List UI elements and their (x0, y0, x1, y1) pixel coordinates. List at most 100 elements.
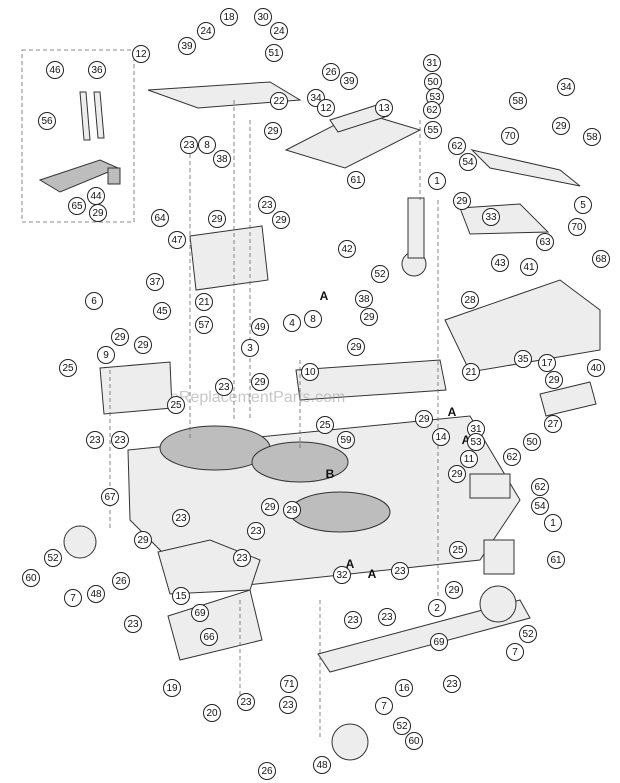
svg-text:29: 29 (451, 469, 463, 480)
callout-54: 54 (459, 153, 477, 171)
callout-25: 25 (59, 359, 77, 377)
callout-50: 50 (424, 73, 442, 91)
callout-34: 34 (557, 78, 575, 96)
svg-text:6: 6 (91, 296, 97, 307)
svg-text:25: 25 (170, 400, 182, 411)
callout-39: 39 (178, 37, 196, 55)
svg-text:66: 66 (203, 632, 215, 643)
svg-text:23: 23 (282, 700, 294, 711)
callout-7: 7 (375, 697, 393, 715)
svg-text:38: 38 (358, 294, 370, 305)
svg-text:51: 51 (268, 48, 280, 59)
callout-29: 29 (251, 373, 269, 391)
svg-text:A: A (346, 557, 355, 571)
svg-text:29: 29 (137, 340, 149, 351)
svg-text:53: 53 (470, 437, 482, 448)
callout-22: 22 (270, 92, 288, 110)
callout-68: 68 (592, 250, 610, 268)
callout-25: 25 (449, 541, 467, 559)
callout-52: 52 (44, 549, 62, 567)
svg-text:53: 53 (429, 92, 441, 103)
callout-29: 29 (360, 308, 378, 326)
svg-text:4: 4 (289, 318, 295, 329)
letter-marker: A (448, 405, 457, 419)
svg-text:45: 45 (156, 306, 168, 317)
svg-text:12: 12 (135, 49, 147, 60)
callout-29: 29 (272, 211, 290, 229)
svg-text:62: 62 (426, 105, 438, 116)
svg-text:22: 22 (273, 96, 285, 107)
svg-text:24: 24 (273, 26, 285, 37)
callout-21: 21 (462, 363, 480, 381)
callout-35: 35 (514, 350, 532, 368)
callout-26: 26 (322, 63, 340, 81)
svg-text:70: 70 (504, 131, 516, 142)
svg-text:23: 23 (381, 612, 393, 623)
inset-frame (21, 49, 135, 223)
callout-31: 31 (423, 54, 441, 72)
callout-29: 29 (261, 498, 279, 516)
callout-55: 55 (424, 121, 442, 139)
callout-4: 4 (283, 314, 301, 332)
svg-text:14: 14 (435, 432, 447, 443)
svg-text:56: 56 (41, 116, 53, 127)
svg-text:39: 39 (181, 41, 193, 52)
callout-48: 48 (87, 585, 105, 603)
svg-text:54: 54 (534, 501, 546, 512)
callout-23: 23 (86, 431, 104, 449)
svg-text:25: 25 (452, 545, 464, 556)
svg-text:B: B (326, 467, 335, 481)
svg-text:28: 28 (464, 295, 476, 306)
svg-text:63: 63 (539, 237, 551, 248)
svg-text:29: 29 (267, 126, 279, 137)
svg-text:50: 50 (526, 437, 538, 448)
svg-text:23: 23 (218, 382, 230, 393)
callout-36: 36 (88, 61, 106, 79)
svg-text:58: 58 (512, 96, 524, 107)
svg-text:29: 29 (548, 375, 560, 386)
callout-70: 70 (568, 218, 586, 236)
callout-50: 50 (523, 433, 541, 451)
callout-37: 37 (146, 273, 164, 291)
svg-text:7: 7 (381, 701, 387, 712)
svg-text:23: 23 (250, 526, 262, 537)
callout-25: 25 (316, 416, 334, 434)
svg-text:16: 16 (398, 683, 410, 694)
callout-43: 43 (491, 254, 509, 272)
callout-61: 61 (347, 171, 365, 189)
callout-12: 12 (132, 45, 150, 63)
svg-text:29: 29 (418, 414, 430, 425)
svg-text:40: 40 (590, 363, 602, 374)
svg-text:32: 32 (336, 570, 348, 581)
svg-text:62: 62 (506, 452, 518, 463)
svg-text:23: 23 (261, 200, 273, 211)
callout-59: 59 (337, 431, 355, 449)
callout-29: 29 (134, 531, 152, 549)
callout-8: 8 (304, 310, 322, 328)
svg-text:8: 8 (204, 140, 210, 151)
svg-text:29: 29 (456, 196, 468, 207)
svg-text:26: 26 (325, 67, 337, 78)
svg-text:1: 1 (550, 518, 556, 529)
callout-60: 60 (22, 569, 40, 587)
callout-23: 23 (258, 196, 276, 214)
svg-text:52: 52 (522, 629, 534, 640)
svg-text:60: 60 (25, 573, 37, 584)
svg-text:24: 24 (200, 26, 212, 37)
callout-23: 23 (247, 522, 265, 540)
callout-41: 41 (520, 258, 538, 276)
callout-14: 14 (432, 428, 450, 446)
svg-text:36: 36 (91, 65, 103, 76)
callout-3: 3 (241, 339, 259, 357)
callout-23: 23 (215, 378, 233, 396)
callout-23: 23 (172, 509, 190, 527)
svg-text:23: 23 (127, 619, 139, 630)
svg-text:52: 52 (374, 269, 386, 280)
svg-text:8: 8 (310, 314, 316, 325)
letter-marker: A (320, 289, 329, 303)
callout-65: 65 (68, 197, 86, 215)
callout-9: 9 (97, 346, 115, 364)
svg-text:71: 71 (283, 679, 295, 690)
callout-29: 29 (283, 501, 301, 519)
callout-8: 8 (198, 136, 216, 154)
